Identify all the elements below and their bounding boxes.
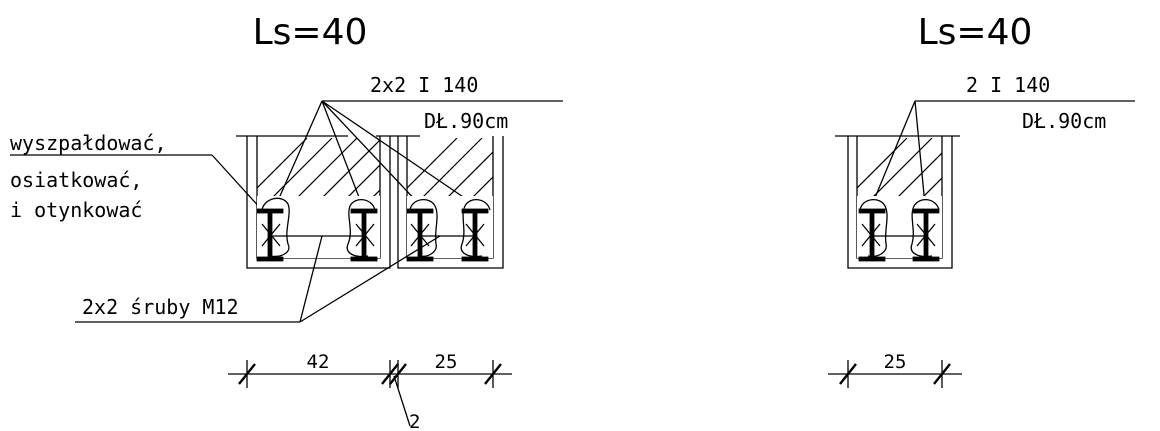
opening-narrow: [376, 135, 504, 269]
right-length-label: DŁ.90cm: [1022, 109, 1106, 133]
left-note-line-3: i otynkować: [10, 198, 142, 222]
opening-right: [835, 135, 960, 269]
right-beam-label: 2 I 140: [966, 73, 1050, 97]
right-detail: Ls=40 2 I 140 DŁ.90cm: [828, 12, 1135, 388]
dim-25-left: 25: [435, 351, 458, 373]
left-note-leader: [10, 154, 263, 211]
dim-42: 42: [307, 351, 330, 373]
right-beam-leader: [871, 100, 1135, 206]
left-dimension: [228, 360, 512, 427]
left-note-line-1: wyszpałdować,: [10, 131, 167, 155]
left-beam-leader: [275, 100, 563, 206]
left-note-line-2: osiatkować,: [10, 168, 142, 192]
left-length-label: DŁ.90cm: [424, 109, 508, 133]
dim-25-right: 25: [884, 351, 907, 373]
left-title: Ls=40: [253, 12, 368, 53]
right-dimension: [828, 360, 962, 388]
right-title: Ls=40: [918, 12, 1033, 53]
left-detail: Ls=40 2x2 I 140 DŁ.90cm wyszpałdować, os…: [10, 12, 563, 431]
left-bolt-leader: [75, 235, 441, 323]
dim-2: 2: [409, 411, 420, 431]
left-beam-label: 2x2 I 140: [370, 73, 478, 97]
opening-wide: [236, 135, 391, 269]
left-bolt-label: 2x2 śruby M12: [82, 295, 239, 319]
